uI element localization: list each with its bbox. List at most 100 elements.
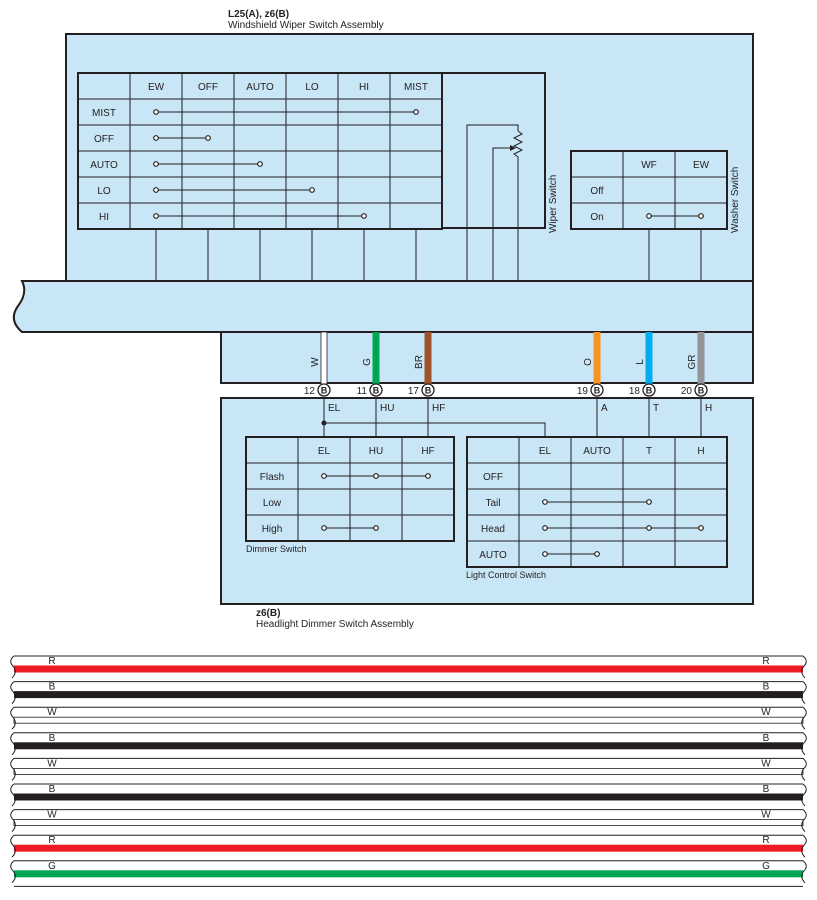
strand-wire xyxy=(14,870,803,878)
wire-GR xyxy=(697,332,705,384)
terminal-label: H xyxy=(705,403,712,414)
contact-point xyxy=(309,187,315,193)
wire-color-code: O xyxy=(583,358,594,366)
contact-point xyxy=(361,213,367,219)
connector-letter: B xyxy=(698,386,705,396)
strand-label-right: R xyxy=(762,656,769,667)
pin-number: 20 xyxy=(681,386,693,397)
contact-point xyxy=(646,525,652,531)
wire-BR xyxy=(424,332,432,384)
strand-label-right: W xyxy=(761,810,771,821)
strand-label-left: G xyxy=(48,861,56,872)
strand-break-left xyxy=(10,655,16,679)
strand-wire xyxy=(13,716,804,724)
table-column-header: MIST xyxy=(404,82,428,93)
table-column-header: AUTO xyxy=(583,446,611,457)
wiper-assembly-title: Windshield Wiper Switch Assembly xyxy=(228,20,384,31)
strand-wire xyxy=(14,691,803,699)
table-row-label: AUTO xyxy=(90,160,118,171)
strand-break-right xyxy=(801,655,807,679)
terminal-label: T xyxy=(653,403,659,414)
wire-L xyxy=(645,332,653,384)
wire-color-code: GR xyxy=(687,355,698,370)
strand-break-left xyxy=(10,706,16,730)
connector-letter: B xyxy=(594,386,601,396)
contact-point xyxy=(413,109,419,115)
contact-point xyxy=(646,213,652,219)
wire-color-code: BR xyxy=(414,355,425,369)
contact-point xyxy=(542,551,548,557)
table-column-header: EW xyxy=(148,82,165,93)
connector-pin xyxy=(590,383,604,397)
wiper-switch-terminals xyxy=(155,228,417,281)
table-row-label: OFF xyxy=(94,134,114,145)
connector-letter: B xyxy=(646,386,653,396)
contact-point xyxy=(373,473,379,479)
strand-label-right: B xyxy=(763,682,770,693)
strand-break-right xyxy=(801,706,807,730)
strand-break-left xyxy=(10,758,16,781)
strand-label-left: B xyxy=(49,682,56,693)
strand-wire xyxy=(13,768,804,775)
table-column-header: HI xyxy=(359,82,369,93)
connector-pin xyxy=(694,383,708,397)
table-column-header: OFF xyxy=(198,82,218,93)
connector-pin xyxy=(369,383,383,397)
strand-break-left xyxy=(10,834,16,858)
terminal-label: A xyxy=(601,403,608,414)
strand-break-left xyxy=(10,809,16,832)
contact-point xyxy=(205,135,211,141)
contact-point xyxy=(425,473,431,479)
strand-label-left: B xyxy=(49,733,56,744)
wire-color-code: L xyxy=(635,359,646,365)
table-column-header: HF xyxy=(421,446,434,457)
pin-number: 17 xyxy=(408,386,420,397)
contact-point xyxy=(698,213,704,219)
strand-break-right xyxy=(801,834,807,858)
contact-point xyxy=(153,161,159,167)
contact-point xyxy=(153,213,159,219)
wire-G xyxy=(372,332,380,384)
table-column-header: HU xyxy=(369,446,383,457)
table-column-header: H xyxy=(697,446,704,457)
table-row-label: Head xyxy=(481,524,505,535)
contact-point xyxy=(257,161,263,167)
contact-point xyxy=(321,525,327,531)
wiper-switch-label: Wiper Switch xyxy=(548,175,559,233)
table-row-label: Off xyxy=(590,186,603,197)
table-row-label: MIST xyxy=(92,108,116,119)
strand-label-left: B xyxy=(49,784,56,795)
strand-label-right: B xyxy=(763,784,770,795)
strand-wire xyxy=(14,793,803,801)
contact-point xyxy=(373,525,379,531)
strand-label-right: R xyxy=(762,835,769,846)
contact-point xyxy=(542,499,548,505)
washer-switch-terminals xyxy=(648,228,702,281)
strand-wire xyxy=(14,742,803,750)
strand-label-right: W xyxy=(761,758,771,769)
strand-label-right: B xyxy=(763,733,770,744)
table-column-header: LO xyxy=(305,82,319,93)
wire-connector-region xyxy=(220,331,754,384)
terminal-label: HF xyxy=(432,403,445,414)
dimmer-switch-label: Dimmer Switch xyxy=(246,544,307,554)
strand-break-right xyxy=(801,783,807,807)
contact-point xyxy=(594,551,600,557)
table-row-label: HI xyxy=(99,212,109,223)
connector-pin xyxy=(317,383,331,397)
strand-break-right xyxy=(801,860,807,884)
contact-point xyxy=(698,525,704,531)
table-column-header: EL xyxy=(318,446,331,457)
